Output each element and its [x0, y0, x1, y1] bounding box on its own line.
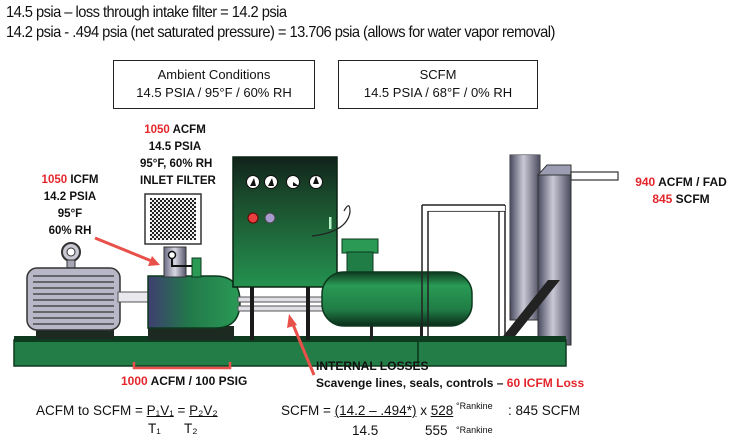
scfm-conditions-value: 14.5 PSIA / 68°F / 0% RH — [363, 85, 513, 100]
icfm-value: 1050 — [41, 174, 68, 186]
internal-losses-title: INTERNAL LOSSES — [316, 359, 429, 373]
header-line-1: 14.5 psia – loss through intake filter =… — [6, 4, 287, 21]
compressor-output-label: 1000 ACFM / 100 PSIG — [121, 374, 248, 388]
ambient-conditions-value: 14.5 PSIA / 95°F / 60% RH — [136, 85, 292, 100]
header-line-2: 14.2 psia - .494 psia (net saturated pre… — [6, 24, 555, 41]
internal-loss-value: 60 ICFM Loss — [506, 376, 585, 390]
compressor-acfm-value: 1000 — [121, 374, 148, 388]
scfm-conditions-title: SCFM — [419, 67, 457, 82]
formula-t2: T₂ — [184, 421, 198, 436]
discharge-scfm-value: 845 — [652, 192, 673, 206]
discharge-label: 940 ACFM / FAD 845 SCFM — [635, 175, 727, 206]
icfm-label: 1050 ICFM 14.2 PSIA 95°F 60% RH — [41, 174, 99, 237]
scfm-calculation: SCFM = (14.2 – .494*) x 528 — [281, 403, 454, 418]
fad-value: 940 — [635, 175, 656, 189]
acfm-to-scfm-formula: ACFM to SCFM = P₁V₁ = P₂V₂ — [36, 403, 218, 418]
rankine-bottom: °Rankine — [456, 425, 493, 435]
rankine-top: °Rankine — [456, 401, 493, 411]
scfm-result: : 845 SCFM — [508, 403, 581, 418]
internal-losses-label: INTERNAL LOSSES Scavenge lines, seals, c… — [316, 359, 585, 390]
ambient-conditions-box: Ambient Conditions 14.5 PSIA / 95°F / 60… — [113, 60, 315, 109]
inlet-filter-label: 1050 ACFM 14.5 PSIA 95°F, 60% RH INLET F… — [140, 124, 216, 187]
ambient-conditions-title: Ambient Conditions — [157, 67, 271, 82]
formula-denominator: 14.5 — [352, 423, 379, 438]
scfm-conditions-box: SCFM 14.5 PSIA / 68°F / 0% RH — [338, 60, 538, 109]
inlet-acfm-value: 1050 — [144, 124, 170, 136]
formula-den2: 555 — [425, 423, 448, 438]
formula-t1: T₁ — [148, 421, 161, 436]
